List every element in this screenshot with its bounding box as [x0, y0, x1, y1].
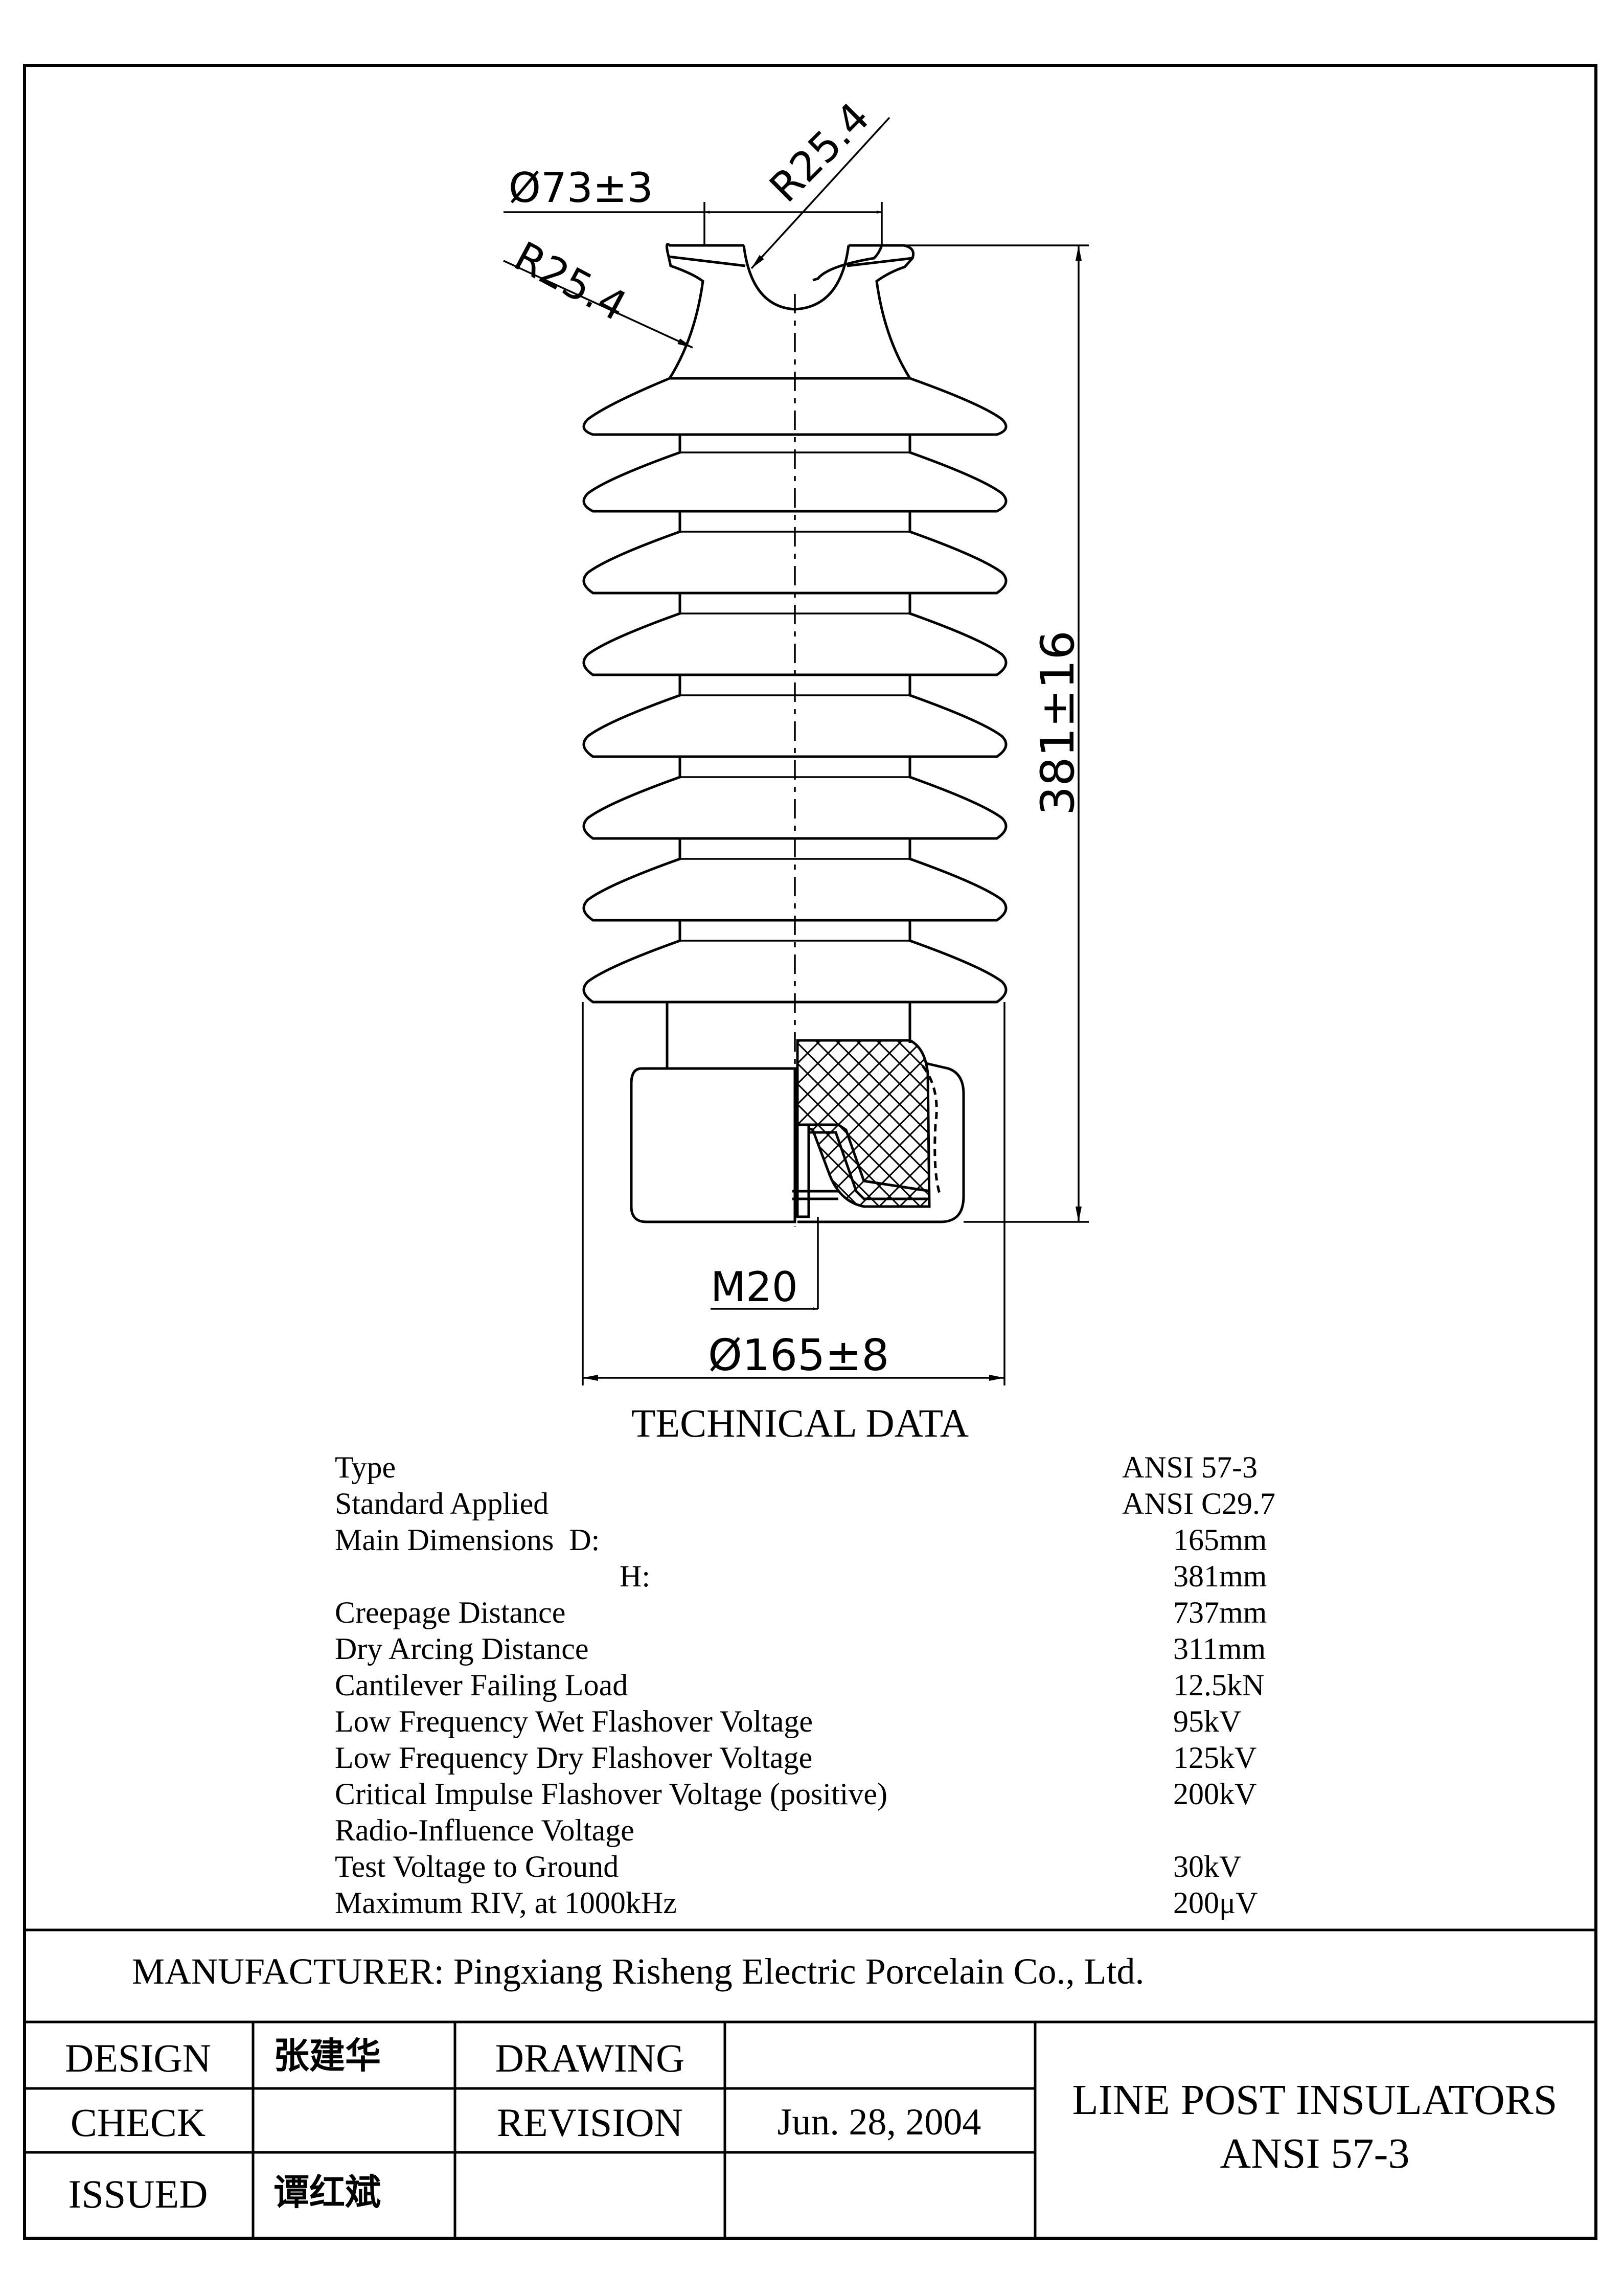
drawing-title-line2: ANSI 57-3 [1220, 2130, 1410, 2177]
drawing-title-line1: LINE POST INSULATORS [1072, 2076, 1557, 2124]
tech-row-value: 12.5kN [1173, 1668, 1264, 1702]
dim-top-radius-left: R25.4 [507, 233, 634, 331]
tech-row-value: ANSI 57-3 [1122, 1450, 1258, 1484]
tech-row-value: 381mm [1173, 1559, 1267, 1593]
dim-thread: M20 [711, 1263, 798, 1311]
tech-row-label: Cantilever Failing Load [335, 1668, 628, 1702]
manufacturer-line: MANUFACTURER: Pingxiang Risheng Electric… [132, 1951, 1145, 1992]
design-name: 张建华 [273, 2035, 381, 2077]
tech-row-value: 737mm [1173, 1596, 1267, 1629]
bolt [796, 1123, 810, 1218]
design-label: DESIGN [65, 2036, 211, 2080]
revision-label: REVISION [497, 2100, 683, 2145]
sheet-border [23, 64, 1597, 2240]
tech-row-value: ANSI C29.7 [1122, 1487, 1275, 1520]
dim-height: 381±16 [1031, 630, 1085, 815]
issued-label: ISSUED [68, 2172, 208, 2216]
tech-row-value: 200μV [1173, 1886, 1258, 1920]
tech-row-label: Low Frequency Wet Flashover Voltage [335, 1704, 813, 1738]
title-block: DESIGN 张建华 CHECK ISSUED 谭红斌 DRAWING REVI… [25, 2020, 1596, 2238]
base-section-hatch [796, 1039, 931, 1208]
tech-row-label: Radio-Influence Voltage [335, 1813, 634, 1847]
tech-row-label: Low Frequency Dry Flashover Voltage [335, 1741, 812, 1775]
issued-name: 谭红斌 [273, 2171, 381, 2213]
tech-row-label: Test Voltage to Ground [335, 1850, 619, 1883]
tech-row-label: Maximum RIV, at 1000kHz [335, 1886, 677, 1920]
insulator-drawing: Ø73±3 R25.4 R25.4 381±16 M20 Ø165±8 [503, 93, 1089, 1385]
tech-row-label: Type [335, 1450, 396, 1484]
tech-row-value: 125kV [1173, 1741, 1256, 1775]
tech-row-value: 165mm [1173, 1523, 1267, 1557]
technical-data-table: Type ANSI 57-3 Standard Applied ANSI C29… [335, 1450, 1275, 1920]
technical-data-heading: TECHNICAL DATA [631, 1401, 969, 1445]
tech-row-label: Creepage Distance [335, 1596, 565, 1629]
tech-row-label: Standard Applied [335, 1487, 548, 1520]
tech-row-value: 200kV [1173, 1777, 1256, 1811]
revision-date: Jun. 28, 2004 [778, 2101, 981, 2143]
tech-row-value: 30kV [1173, 1850, 1241, 1883]
check-label: CHECK [71, 2100, 205, 2145]
tech-row-value: 95kV [1173, 1704, 1241, 1738]
tech-row-value: 311mm [1173, 1632, 1266, 1666]
dim-top-diameter: Ø73±3 [509, 164, 653, 212]
dim-bottom-diameter: Ø165±8 [708, 1330, 889, 1381]
tech-row-label: Critical Impulse Flashover Voltage (posi… [335, 1777, 887, 1811]
tech-row-label: Dry Arcing Distance [335, 1632, 589, 1666]
technical-data: TECHNICAL DATA Type ANSI 57-3 Standard A… [335, 1401, 1275, 1920]
tech-row-label: H: [620, 1559, 650, 1593]
drawing-label: DRAWING [495, 2036, 685, 2080]
tech-row-label: Main Dimensions D: [335, 1523, 600, 1557]
